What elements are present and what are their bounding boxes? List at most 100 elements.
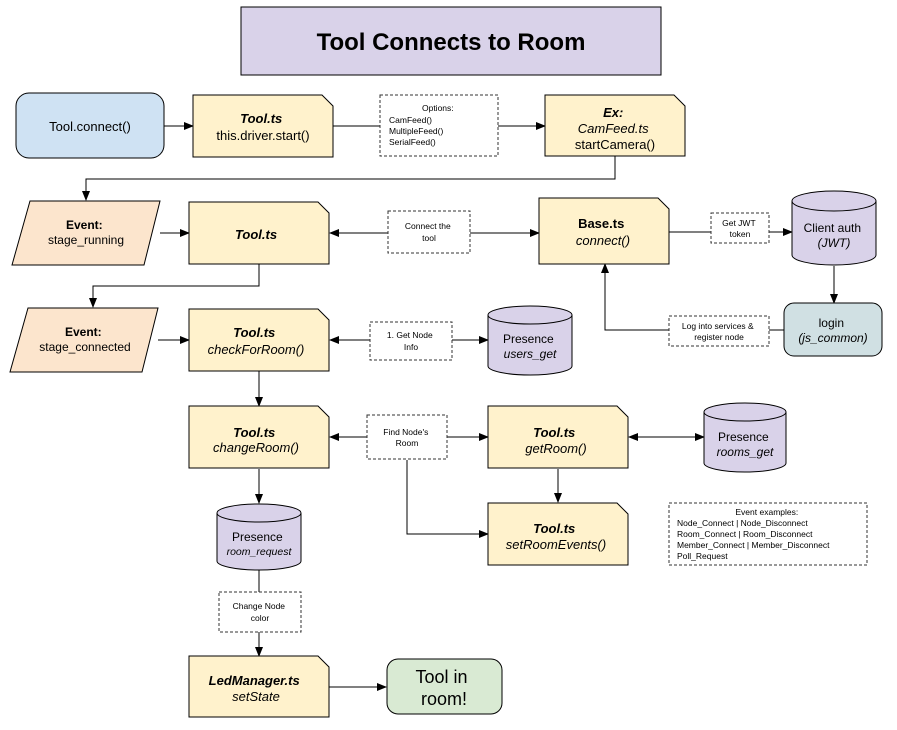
node-presence-room-request-line-1: Presence [232,530,283,544]
node-get-room-line-2: getRoom() [525,441,586,456]
note-event-examples-line-4: Poll_Request [677,551,728,561]
svg-text:Log into services & regi: Log into services & register node [682,321,756,342]
node-presence-room-request-db: Presence room_request [216,503,302,571]
svg-text:login (js_common): login (js_common) [798,316,867,345]
node-change-room-line-1: Tool.ts [233,425,275,440]
note-jwt: Get JWT token [710,212,770,244]
svg-text:Tool.ts getRoom(): Tool.ts getRoom() [525,425,586,456]
note-change-node-color: Change Node color [218,591,302,633]
svg-text:LedManager.ts setState: LedManager.ts setState [209,673,304,704]
node-event-stage-running-line-1: Event: [66,218,103,232]
node-set-room-events: Tool.ts setRoomEvents() [487,502,629,566]
node-tool-connect-line-1: Tool.connect() [49,119,131,134]
node-change-room: Tool.ts changeRoom() [188,405,330,469]
node-check-for-room-line-1: Tool.ts [233,325,275,340]
svg-text:Base.ts connect(): Base.ts connect() [576,216,630,248]
node-presence-rooms-get-line-1: Presence [718,430,769,444]
note-options: Options: CamFeed() MultipleFeed() Serial… [379,94,499,157]
node-check-for-room: Tool.ts checkForRoom() [188,308,330,372]
node-check-for-room-line-2: checkForRoom() [208,342,305,357]
svg-text:Options: CamFeed(): Options: CamFeed() MultipleFeed() Serial… [389,103,456,147]
node-client-auth-db: Client auth (JWT) [791,190,877,266]
edge-camfeed-to-stage-running [82,156,616,201]
node-base-ts: Base.ts connect() [538,197,670,265]
node-client-auth-line-2: (JWT) [818,236,851,250]
svg-text:Tool.ts: Tool.ts [235,227,277,242]
node-event-stage-running-line-2: stage_running [48,233,124,247]
node-presence-rooms-get-line-2: rooms_get [717,445,774,459]
note-event-examples-line-2: Room_Connect | Room_Disconnect [677,529,813,539]
node-change-room-line-2: changeRoom() [213,440,299,455]
page-title: Tool Connects to Room [317,29,586,56]
node-led-manager: LedManager.ts setState [188,655,330,718]
svg-text:Find Node's Room: Find Node's Room [383,427,430,448]
svg-text:Get JWT token: Get JWT token [722,218,758,239]
node-set-room-events-line-1: Tool.ts [533,521,575,536]
note-jwt-line-1: Get JWT [722,218,755,228]
note-log-into-services-line-1: Log into services & [682,321,754,331]
node-camfeed: Ex: CamFeed.ts startCamera() [544,94,686,157]
svg-text:Tool in room!: Tool in room! [415,667,472,709]
note-connect-tool-line-2: tool [422,233,436,243]
node-presence-users-get-line-1: Presence [503,332,554,346]
node-tool-in-room: Tool in room! [386,658,503,715]
node-login: login (js_common) [783,302,883,357]
svg-text:Connect the tool: Connect the tool [405,221,453,243]
node-tool-ts-2-line-1: Tool.ts [235,227,277,242]
node-tool-ts-driver-line-1: Tool.ts [240,111,282,126]
svg-text:Ex: CamFeed.ts sta: Ex: CamFeed.ts startCamera() [575,105,655,152]
node-presence-users-get-db: Presence users_get [487,305,573,376]
note-find-node-room-line-2: Room [396,438,419,448]
node-camfeed-line-1: Ex: [603,105,623,120]
note-connect-tool-line-1: Connect the [405,221,451,231]
node-camfeed-line-2: CamFeed.ts [578,121,649,136]
note-find-node-room-line-1: Find Node's [383,427,428,437]
node-presence-rooms-get-db: Presence rooms_get [703,402,787,473]
note-event-examples-line-3: Member_Connect | Member_Disconnect [677,540,830,550]
node-event-stage-connected-line-2: stage_connected [39,340,130,354]
note-find-node-room: Find Node's Room [366,414,448,460]
node-tool-in-room-line-2: room! [421,689,467,709]
node-base-ts-line-2: connect() [576,233,630,248]
note-event-examples-line-1: Node_Connect | Node_Disconnect [677,518,808,528]
node-set-room-events-line-2: setRoomEvents() [506,537,606,552]
node-client-auth-line-1: Client auth [804,221,861,235]
node-tool-ts-driver: Tool.ts this.driver.start() [192,94,334,158]
node-tool-ts-driver-line-2: this.driver.start() [216,128,309,143]
svg-text:Tool.ts setRoomEvents(): Tool.ts setRoomEvents() [506,521,606,552]
note-log-into-services: Log into services & register node [668,315,770,347]
edge-find-room-to-set-events [406,460,489,538]
svg-text:Presence room_request: Presence room_request [227,530,293,558]
node-led-manager-line-2: setState [232,689,280,704]
note-event-examples: Event examples: Node_Connect | Node_Disc… [668,502,868,566]
node-tool-ts-2: Tool.ts [188,201,330,265]
note-event-examples-heading: Event examples: [735,507,798,517]
node-event-stage-connected-line-1: Event: [65,325,102,339]
svg-text:Presence users_get: Presence users_get [503,332,557,361]
svg-text:Tool.ts this.driver.star: Tool.ts this.driver.start() [216,111,309,143]
note-jwt-line-2: token [730,229,751,239]
node-get-room-line-1: Tool.ts [533,425,575,440]
note-change-node-color-line-2: color [251,613,270,623]
svg-text:Presence rooms_get: Presence rooms_get [717,430,774,459]
node-login-line-1: login [819,316,844,330]
title-box: Tool Connects to Room [240,6,662,76]
node-base-ts-line-1: Base.ts [578,216,624,231]
svg-text:Tool.ts checkForRoom(): Tool.ts checkForRoom() [208,325,305,357]
node-event-stage-running: Event: stage_running [11,200,161,266]
svg-text:Client auth (JWT): Client auth (JWT) [804,221,865,250]
node-presence-room-request-line-2: room_request [227,546,293,558]
note-get-node-info-line-2: Info [404,342,418,352]
note-options-heading: Options: [422,103,454,113]
node-presence-users-get-line-2: users_get [504,347,557,361]
svg-text:Tool.ts changeRoom(): Tool.ts changeRoom() [213,425,299,455]
node-led-manager-line-1: LedManager.ts [209,673,300,688]
note-connect-tool: Connect the tool [387,210,471,254]
svg-text:1. Get Node Info: 1. Get Node Info [387,330,435,352]
note-options-serialfeed: SerialFeed() [389,137,436,147]
note-log-into-services-line-2: register node [694,332,744,342]
svg-text:Change Node color: Change Node color [233,601,288,623]
note-options-camfeed: CamFeed() [389,115,432,125]
